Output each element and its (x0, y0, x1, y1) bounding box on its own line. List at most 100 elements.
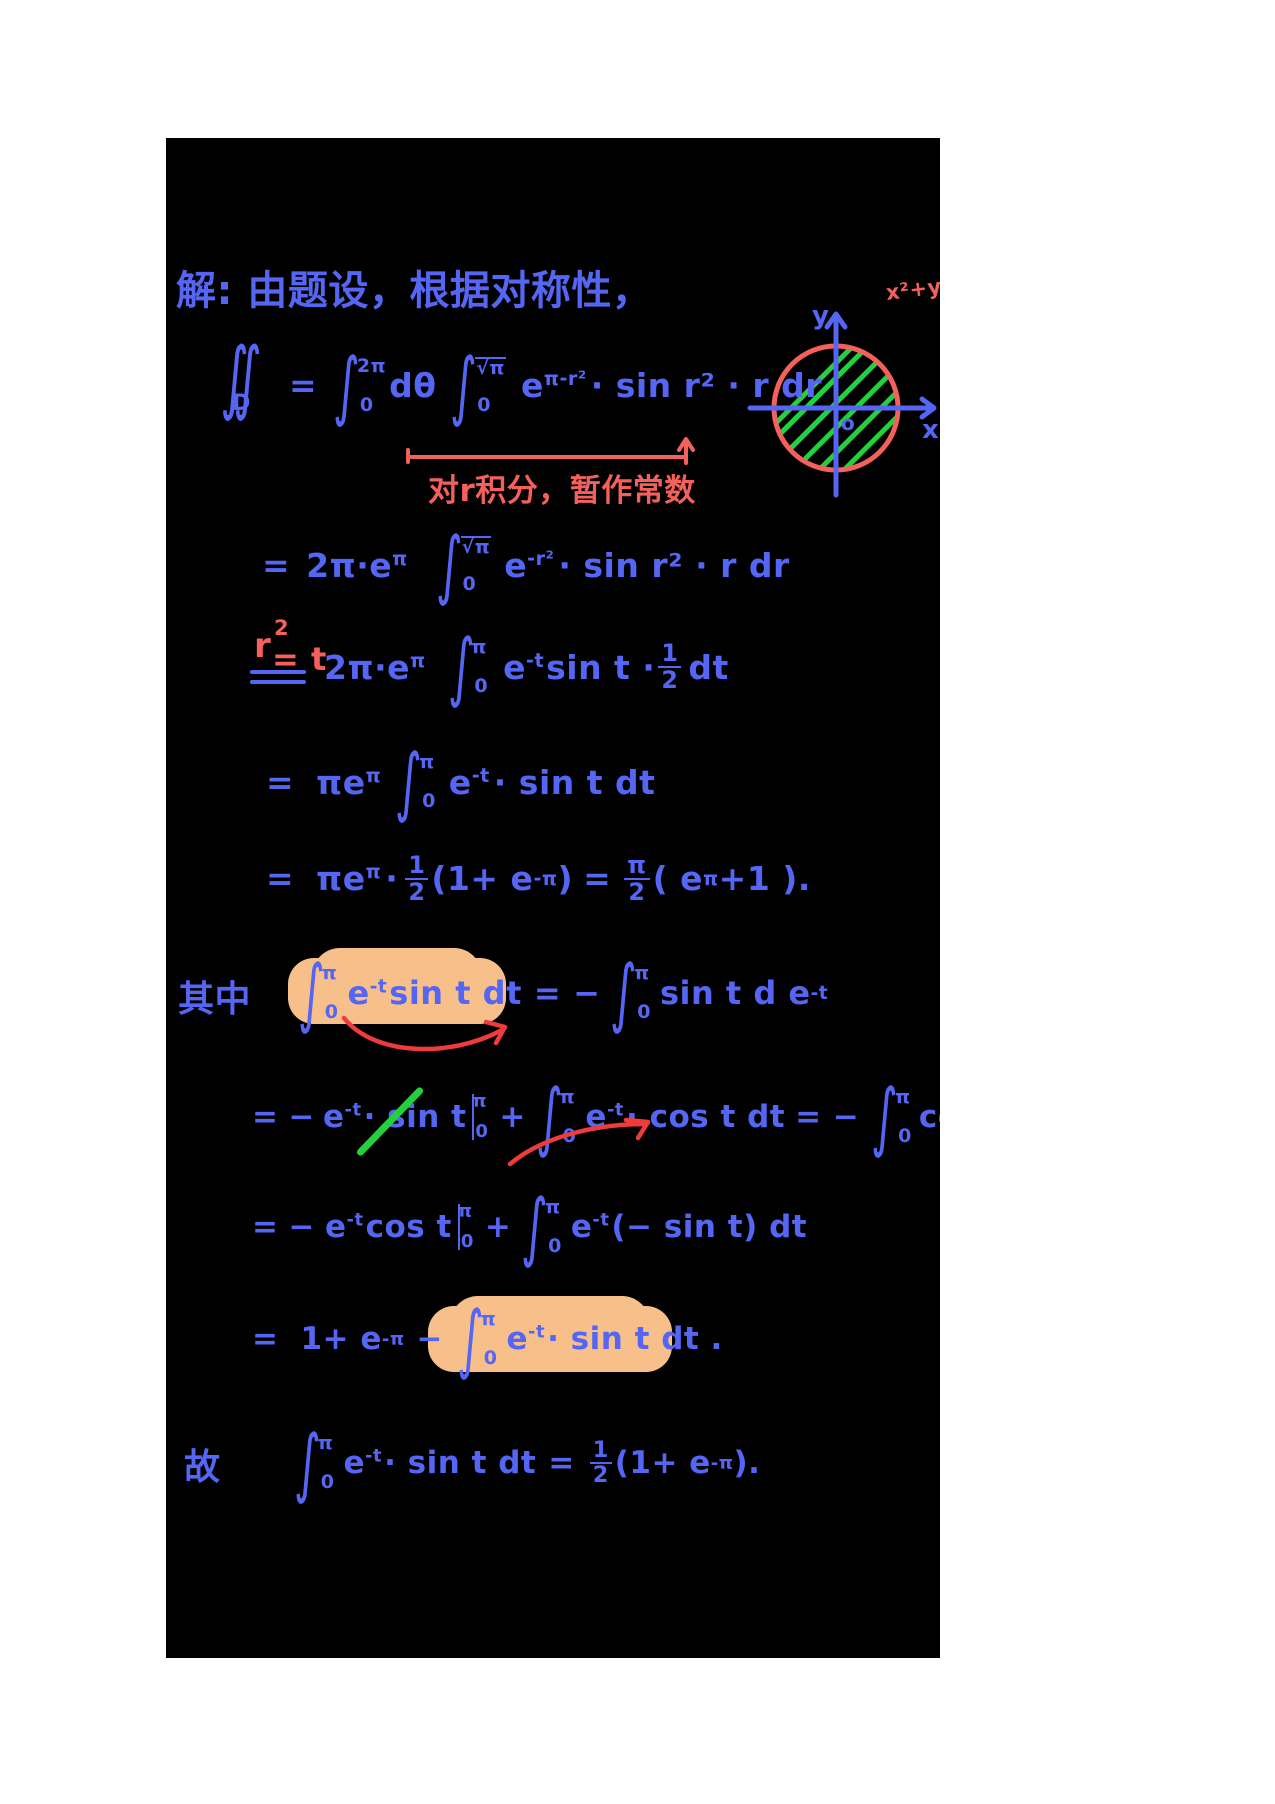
equation-7-evaluation-bar: π 0 (472, 1091, 489, 1142)
substitution-label: r 2 = t (250, 616, 326, 684)
annotation-tick-left (406, 448, 410, 464)
integral-1-limits: 2π 0 (356, 354, 387, 416)
equation-5-tail-exponent: π (703, 867, 719, 891)
equation-3-tail: dt (688, 647, 729, 687)
equation-7-term-exponent: -t (344, 1099, 362, 1121)
integral-symbol: ∫ (520, 1183, 550, 1271)
equation-6-right-exponent: -t (810, 982, 829, 1004)
equation-8-plus: + (484, 1209, 512, 1245)
substitution-double-rule (250, 670, 306, 674)
equation-8-limits: π 0 (545, 1196, 562, 1257)
equation-5-tail-open: ( e (652, 859, 704, 899)
d-theta: dθ (389, 366, 437, 406)
equation-5-fraction-pi-half: π 2 (624, 853, 650, 905)
equation-3-coefficient: 2π·e (324, 647, 410, 687)
equation-5-paren-close: ) (557, 859, 574, 899)
integral-symbol-theta: ∫ (332, 342, 362, 430)
equation-4-rest: · sin t dt (493, 762, 656, 802)
equation-8-term-exponent: -t (346, 1209, 364, 1231)
equation-6-integrand-exponent: -t (369, 976, 388, 998)
disk-diagram: y x o x²+y²=π (736, 269, 940, 508)
equation-7-relation: = (252, 1099, 279, 1135)
equation-8: = − e-t cos t π 0 + ∫ π 0 (252, 1183, 807, 1271)
where-label: 其中 (178, 979, 252, 1020)
highlight-2b (450, 1296, 650, 1352)
note-board: 解: 由题设，根据对称性， (166, 138, 940, 1658)
equation-10-integrand-exponent: -t (365, 1445, 383, 1467)
equation-1: ∬ D = ∫ 2π 0 dθ ∫ √π 0 eπ-r² · sin r² (216, 332, 822, 430)
equation-5-coefficient: πe (316, 859, 366, 899)
equation-2-integrand-base: e (504, 545, 528, 585)
integral-symbol: ∫ (434, 521, 465, 609)
equation-3-rest: sin t · (546, 647, 656, 687)
double-integral-symbol: ∬ (219, 331, 264, 425)
equation-7-integrand-exponent: -t (606, 1099, 624, 1121)
integral-symbol: ∫ (456, 1295, 486, 1383)
equation-7-plus: + (499, 1099, 526, 1135)
equation-10-integrand-base: e (343, 1445, 366, 1481)
disk-diagram-svg (747, 311, 937, 498)
equation-9: = 1+ e-π − ∫ π 0 e-t · sin t dt . (252, 1295, 723, 1383)
axis-x-label: x (922, 415, 940, 445)
equation-5-paren-exponent: -π (533, 867, 558, 891)
equation-6: ∫ π 0 e-t sin t dt = − ∫ π 0 sin t d e-t (296, 949, 829, 1037)
red-arrow-1 (340, 1012, 530, 1062)
equation-4-limits: π 0 (419, 751, 436, 812)
equation-8-integrand-exponent: -t (592, 1209, 610, 1231)
annotation-arrowhead (676, 436, 698, 456)
equation-5-coefficient-exponent: π (365, 860, 382, 884)
equation-4-coefficient: πe (316, 762, 366, 802)
equation-5-dot: · (385, 859, 399, 899)
origin-label: o (841, 411, 856, 435)
equation-2: = 2π·eπ ∫ √π 0 e-r² · sin r² · r dr (262, 521, 790, 609)
equation-4-relation: = (266, 762, 295, 802)
equation-2-relation: = (262, 545, 291, 585)
equation-4-integrand-base: e (448, 762, 472, 802)
equation-6-integrand-base: e (347, 974, 370, 1012)
equation-2-coefficient-exponent: π (392, 546, 408, 570)
equation-5-paren-open: (1+ e (431, 859, 534, 899)
equation-3-fraction: 1 2 (658, 641, 682, 693)
equation-2-limits: √π 0 (460, 536, 492, 595)
equation-4-integrand-exponent: -t (471, 763, 490, 787)
equation-9-minus: − (416, 1321, 444, 1357)
equation-6-right-limits: π 0 (634, 962, 651, 1023)
equation-6-relation: = (533, 974, 562, 1012)
equation-5-tail-close: +1 ). (718, 859, 811, 899)
equation-5-relation: = (266, 859, 295, 899)
equation-3-coefficient-exponent: π (409, 648, 426, 672)
equation-7-minus: − (288, 1099, 315, 1135)
axis-arrowheads (824, 311, 937, 420)
equation-6-right-rest: sin t d e (659, 974, 811, 1012)
equation-3: 2π·eπ ∫ π 0 e-t sin t · 1 2 dt (324, 623, 729, 711)
equation-5-fraction-half: 1 2 (405, 853, 429, 905)
therefore-label: 故 (184, 1447, 221, 1488)
equation-8-term-rest: cos t (365, 1209, 452, 1245)
integral-symbol: ∫ (297, 949, 327, 1037)
intro-line: 解: 由题设，根据对称性， (176, 268, 653, 314)
equation-2-rest: · sin r² · r dr (558, 545, 790, 585)
substitution-double-rule-2 (250, 680, 306, 684)
equation-10-fraction: 1 2 (589, 1438, 612, 1488)
substitution-exponent: 2 (274, 616, 290, 640)
equation-9-rest: · sin t dt . (547, 1321, 723, 1357)
equation-4-coefficient-exponent: π (365, 763, 382, 787)
equation-5-relation-2: = (583, 859, 612, 899)
equation-1-relation: = (289, 366, 318, 406)
red-arrow-2 (506, 1117, 666, 1172)
equation-10-rest: · sin t dt (384, 1445, 537, 1481)
equation-10-paren-open: (1+ e (614, 1445, 711, 1481)
equation-1-integrand-base: e (520, 366, 544, 406)
axes (747, 312, 935, 498)
equation-7-relation-2: = − (795, 1099, 860, 1135)
equation-6-minus: − (573, 974, 601, 1012)
equation-10: ∫ π 0 e-t · sin t dt = 1 2 (1+ e-π ). (292, 1419, 761, 1507)
equation-7-term-base: e (322, 1099, 345, 1135)
equation-9-relation: = (252, 1321, 279, 1357)
equation-10-paren-close: ). (733, 1445, 761, 1481)
equation-10-limits: π 0 (317, 1432, 335, 1493)
equation-4: = πeπ ∫ π 0 e-t · sin t dt (266, 738, 656, 826)
equation-7-right-limits: π 0 (895, 1086, 912, 1147)
equation-3-limits: π 0 (471, 636, 489, 697)
